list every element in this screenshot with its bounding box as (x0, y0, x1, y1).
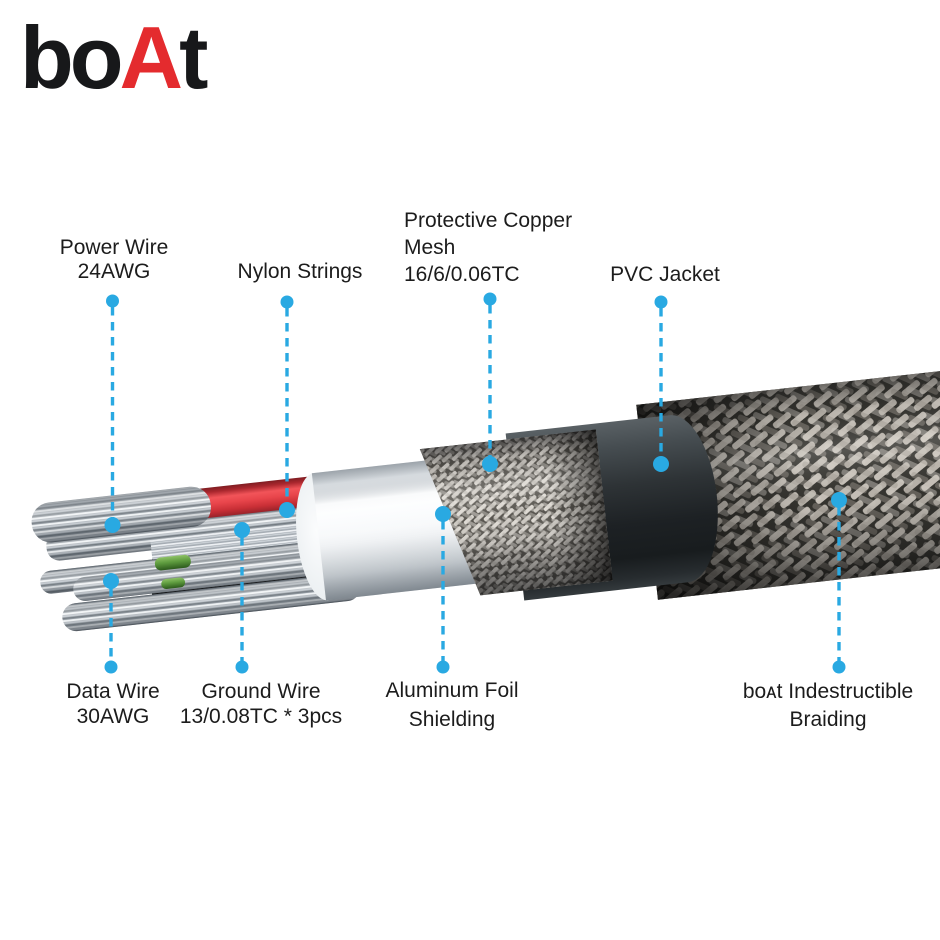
leader-power-wire-dot-cable (104, 517, 121, 533)
leader-nylon-strings-dot-cable (279, 502, 295, 518)
cable-assembly (31, 364, 940, 632)
label-data-wire-line2: 30AWG (76, 705, 150, 728)
logo-suffix: t (179, 8, 208, 107)
label-data-wire-line1: Data Wire (66, 680, 160, 703)
label-ground-wire-line2: 13/0.08TC * 3pcs (179, 705, 343, 728)
leader-lines (109, 305, 841, 661)
label-pvc-jacket-line1: PVC Jacket (610, 263, 720, 286)
label-copper-mesh-line3: 16/6/0.06TC (404, 263, 520, 286)
label-aluminum-foil: Aluminum Foil Shielding (352, 676, 552, 734)
green-wire (154, 554, 191, 589)
leader-dots (103, 292, 847, 674)
leader-ground-wire-dot-label (235, 660, 249, 674)
leader-power-wire-dot-label (106, 294, 119, 308)
leader-copper-mesh-dot-label (483, 292, 497, 306)
leader-pvc-jacket-dot-cable (653, 456, 669, 472)
label-power-wire: Power Wire 24AWG (14, 236, 214, 284)
leader-aluminum-foil-dot-cable (435, 506, 451, 522)
leader-braiding-dot-cable (831, 492, 847, 508)
label-data-wire: Data Wire 30AWG (13, 679, 213, 729)
leader-pvc-jacket-dot-label (654, 295, 668, 309)
label-pvc-jacket: PVC Jacket (565, 262, 765, 287)
label-braiding-line1: boᴀt Indestructible (742, 680, 914, 703)
leader-data-wire-dot-cable (103, 573, 119, 589)
logo-prefix: bo (20, 8, 123, 107)
outer-braiding-layer (636, 364, 940, 600)
label-braiding: boᴀt Indestructible Braiding (703, 678, 940, 734)
label-ground-wire: Ground Wire 13/0.08TC * 3pcs (151, 679, 371, 729)
label-power-wire-line1: Power Wire (59, 236, 169, 259)
leader-data-wire-dot-label (104, 660, 118, 674)
label-aluminum-foil-line2: Shielding (408, 708, 496, 731)
label-nylon-strings-line1: Nylon Strings (237, 260, 363, 283)
ground-wire-strands (62, 573, 361, 632)
leader-braiding-dot-label (832, 660, 846, 674)
label-aluminum-foil-line1: Aluminum Foil (385, 679, 519, 702)
label-copper-mesh-line2: Mesh (404, 236, 456, 259)
label-copper-mesh: Protective Copper Mesh 16/6/0.06TC (404, 207, 644, 288)
leader-nylon-strings-dot-label (280, 295, 294, 309)
label-ground-wire-line1: Ground Wire (201, 680, 321, 703)
label-power-wire-line2: 24AWG (77, 260, 151, 283)
copper-mesh-layer (419, 429, 613, 596)
power-wire-strands (31, 486, 211, 543)
leader-ground-wire-dot-cable (234, 522, 250, 538)
leader-copper-mesh-dot-cable (482, 456, 498, 472)
label-braiding-line2: Braiding (789, 708, 867, 731)
logo-accent-letter: A (119, 8, 184, 107)
leader-aluminum-foil-dot-label (436, 660, 450, 674)
boat-logo: boAt (20, 12, 208, 104)
label-copper-mesh-line1: Protective Copper (404, 209, 573, 232)
label-nylon-strings: Nylon Strings (200, 259, 400, 284)
